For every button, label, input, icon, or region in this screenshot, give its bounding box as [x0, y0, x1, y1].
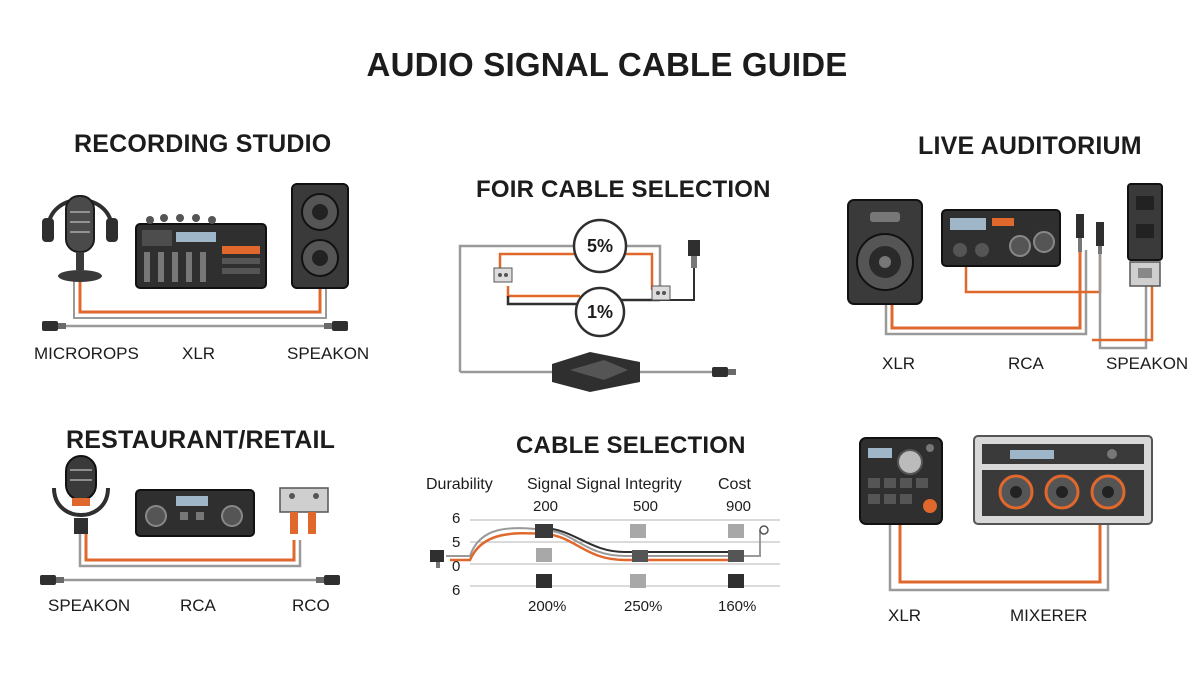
- y-tick: 6: [452, 582, 461, 599]
- marker: [630, 574, 646, 588]
- handheld-microphone-icon: [52, 455, 110, 534]
- top-percent-value: 5%: [586, 236, 613, 256]
- recording-label-microphones: MICROROРS: [34, 344, 139, 363]
- plug-icon: [430, 550, 444, 568]
- cable-selection-heading: CABLE SELECTION: [516, 432, 746, 459]
- top-value-signal: 500: [633, 498, 659, 515]
- y-tick: 0: [452, 558, 461, 575]
- marker: [632, 550, 648, 562]
- column-cost: Cost: [718, 476, 751, 493]
- marker: [536, 548, 552, 562]
- plug-icon: [712, 367, 736, 377]
- recording-studio-group: [42, 183, 349, 331]
- top-percent-circle: [572, 218, 628, 274]
- column-signal-integrity: Signal Signal Integrity: [527, 476, 682, 493]
- auditorium-label-rca: RCA: [1008, 354, 1044, 373]
- retail-label-rco: RCO: [292, 596, 330, 615]
- mixer-setup-group: [859, 435, 1153, 592]
- top-value-cost: 900: [726, 498, 752, 515]
- bottom-value-durability: 200%: [528, 598, 567, 615]
- live-auditorium-group: [847, 183, 1163, 350]
- retail-label-speakon: SPEAKON: [48, 596, 131, 615]
- speaker-tower-icon: [1127, 183, 1163, 287]
- marker: [536, 574, 552, 588]
- marker: [535, 524, 553, 538]
- speaker-icon: [847, 199, 923, 305]
- speaker-icon: [291, 183, 349, 289]
- column-durability: Durability: [426, 476, 493, 493]
- bottom-percent-circle: [574, 286, 626, 338]
- recording-label-speakon: SPEAKON: [287, 344, 370, 363]
- mixer-console-icon: [973, 435, 1153, 525]
- bottom-percent-value: 1%: [586, 302, 613, 322]
- restaurant-retail-group: [40, 455, 340, 585]
- mixer-label-xlr: XLR: [888, 606, 922, 625]
- marker: [728, 574, 744, 588]
- top-value-durability: 200: [533, 498, 559, 515]
- y-tick: 6: [452, 510, 461, 527]
- live-auditorium-heading: LIVE AUDITORIUM: [918, 132, 1142, 160]
- fair-cable-heading: FOIR CABLE SELECTION: [476, 176, 771, 203]
- marker: [728, 550, 744, 562]
- recording-label-xlr: XLR: [182, 344, 216, 363]
- controller-icon: [859, 437, 943, 525]
- plug-icon: [316, 575, 340, 585]
- bottom-value-cost: 160%: [718, 598, 757, 615]
- fair-cable-group: [458, 218, 736, 392]
- connector-icon: [493, 267, 513, 283]
- auditorium-label-xlr: XLR: [882, 354, 916, 373]
- restaurant-retail-heading: RESTAURANT/RETAIL: [66, 426, 336, 454]
- retail-label-rca: RCA: [180, 596, 216, 615]
- cable-bundle-icon: [552, 352, 640, 392]
- plug-icon: [324, 321, 348, 331]
- plug-icon: [688, 240, 700, 268]
- marker: [630, 524, 646, 538]
- page-title: AUDIO SIGNAL CABLE GUIDE: [366, 46, 848, 83]
- plug-icon: [42, 321, 66, 331]
- cable-selection-group: [430, 519, 780, 588]
- microphone-icon: [42, 195, 118, 282]
- jack-plug-icon: [1076, 214, 1104, 254]
- plug-icon: [40, 575, 64, 585]
- y-tick: 5: [452, 534, 461, 551]
- recording-studio-heading: RECORDING STUDIO: [74, 130, 332, 158]
- mixer-label-mixerer: MIXERER: [1010, 606, 1088, 625]
- rca-panel-icon: [279, 487, 329, 534]
- auditorium-label-speakon: SPEAKON: [1106, 354, 1189, 373]
- connector-icon: [651, 285, 671, 301]
- mixer-icon: [135, 214, 267, 289]
- amplifier-icon: [135, 489, 255, 537]
- marker: [728, 524, 744, 538]
- bottom-value-signal: 250%: [624, 598, 663, 615]
- amplifier-icon: [941, 209, 1061, 267]
